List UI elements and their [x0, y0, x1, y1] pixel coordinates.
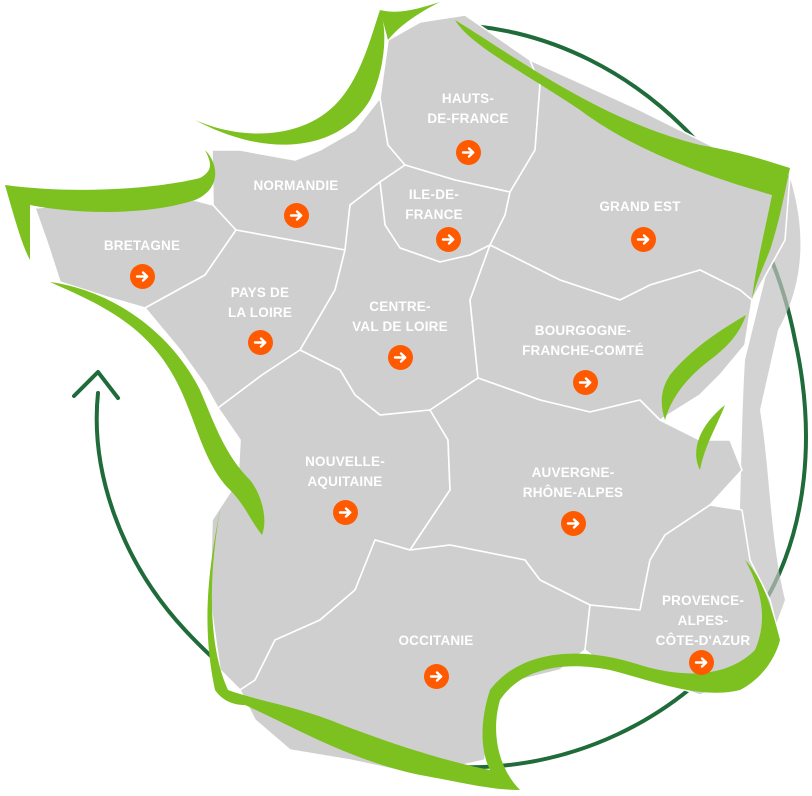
region-label-line: RHÔNE-ALPES [522, 485, 624, 500]
region-label-line: BOURGOGNE- [534, 323, 632, 338]
region-label-line: NORMANDIE [253, 178, 339, 193]
region-label-line: FRANCHE-COMTÉ [522, 343, 644, 358]
arrow-right-icon [429, 670, 442, 682]
region-label-line: CENTRE- [369, 299, 431, 314]
region-label-line: VAL DE LOIRE [352, 319, 448, 334]
region-label-line: AQUITAINE [307, 474, 383, 489]
label-provence-alpes-cote-dazur[interactable]: PROVENCE- ALPES- CÔTE-D'AZUR [656, 591, 751, 651]
region-button-nouvelle-aquitaine[interactable] [332, 499, 358, 525]
region-label-line: BRETAGNE [103, 238, 181, 253]
region-label-line: AUVERGNE- [531, 465, 615, 480]
region-button-grand-est[interactable] [630, 226, 656, 252]
label-auvergne-rhone-alpes[interactable]: AUVERGNE- RHÔNE-ALPES [523, 463, 623, 503]
arrow-right-icon [636, 233, 649, 245]
arrow-right-icon [694, 656, 707, 668]
region-button-provence-alpes-cote-dazur[interactable] [688, 649, 714, 675]
label-normandie[interactable]: NORMANDIE [253, 176, 338, 196]
label-occitanie[interactable]: OCCITANIE [398, 631, 473, 651]
region-button-ile-de-france[interactable] [435, 226, 461, 252]
label-centre-val-de-loire[interactable]: CENTRE- VAL DE LOIRE [352, 297, 448, 337]
region-label-line: ALPES- [677, 613, 729, 628]
region-label-line: PROVENCE- [661, 593, 745, 608]
green-swoosh-frame [5, 2, 790, 790]
arrow-right-icon [566, 517, 579, 529]
region-label-line: HAUTS- [441, 91, 495, 106]
label-bretagne[interactable]: BRETAGNE [104, 236, 180, 256]
arrow-right-icon [441, 233, 454, 245]
region-label-line: ILE-DE- [408, 187, 460, 202]
region-label-line: CÔTE-D'AZUR [655, 633, 751, 648]
label-pays-de-la-loire[interactable]: PAYS DE LA LOIRE [228, 283, 292, 323]
region-button-normandie[interactable] [283, 202, 309, 228]
region-button-centre-val-de-loire[interactable] [387, 344, 413, 370]
region-label-line: OCCITANIE [398, 633, 474, 648]
label-bourgogne-franche-comte[interactable]: BOURGOGNE- FRANCHE-COMTÉ [522, 321, 644, 361]
region-button-occitanie[interactable] [423, 663, 449, 689]
arrow-right-icon [253, 336, 266, 348]
region-label-line: FRANCE [405, 207, 463, 222]
label-hauts-de-france[interactable]: HAUTS- DE-FRANCE [427, 89, 508, 129]
region-label-line: LA LOIRE [227, 305, 293, 320]
arrow-right-icon [461, 146, 474, 158]
arrow-right-icon [338, 506, 351, 518]
region-button-hauts-de-france[interactable] [455, 139, 481, 165]
regions-layer [34, 14, 791, 776]
region-label-line: PAYS DE [230, 285, 290, 300]
label-grand-est[interactable]: GRAND EST [599, 197, 680, 217]
map-shadow [735, 178, 801, 650]
region-button-pays-de-la-loire[interactable] [247, 329, 273, 355]
arrow-right-icon [135, 270, 148, 282]
region-label-line: NOUVELLE- [305, 454, 385, 469]
arrow-right-icon [578, 376, 591, 388]
label-ile-de-france[interactable]: ILE-DE- FRANCE [405, 185, 462, 225]
region-button-bretagne[interactable] [129, 263, 155, 289]
label-nouvelle-aquitaine[interactable]: NOUVELLE- AQUITAINE [305, 452, 385, 492]
region-label-line: DE-FRANCE [427, 111, 509, 126]
arrow-right-icon [289, 209, 302, 221]
region-button-bourgogne-franche-comte[interactable] [572, 369, 598, 395]
region-button-auvergne-rhone-alpes[interactable] [560, 510, 586, 536]
arrow-right-icon [393, 351, 406, 363]
region-label-line: GRAND EST [599, 199, 681, 214]
